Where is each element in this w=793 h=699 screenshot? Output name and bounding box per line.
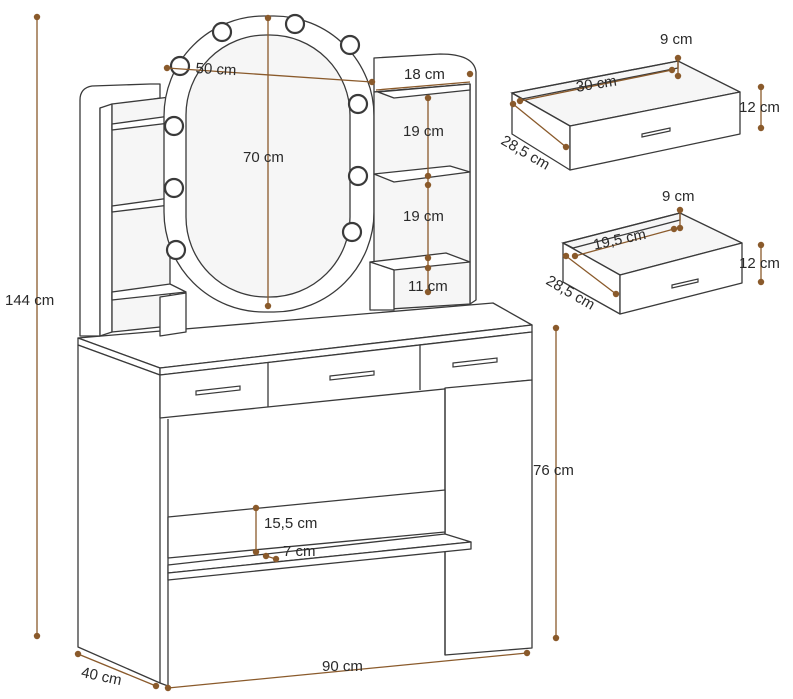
right-shelf-2 [373,165,471,183]
label-footrest-height: 15,5 cm [264,515,318,532]
bulb-9 [341,221,363,243]
small-drawer-handle [671,278,699,289]
label-shelf-gap-1: 19 cm [403,123,444,140]
small-drawer-front [619,242,743,315]
desk-right-panel [444,379,533,656]
bulb-5 [347,93,369,115]
right-base-block [369,261,395,311]
bulb-10 [165,239,187,261]
left-shelf-3 [111,283,187,301]
label-shelf-width: 18 cm [404,66,445,83]
bulb-2 [284,13,306,35]
label-footrest-depth: 7 cm [283,543,316,560]
label-small-drawer-inner-height: 9 cm [662,188,695,205]
drawer-handle-right [452,357,498,368]
bulb-7 [347,165,369,187]
bulb-4 [169,55,191,77]
dimension-lines [33,13,765,692]
label-small-drawer-height: 12 cm [739,255,780,272]
label-big-drawer-height: 12 cm [739,99,780,116]
drawer-handle-left [195,385,241,396]
footrest-front [167,541,472,581]
left-base-block [159,292,187,337]
bulb-3 [339,34,361,56]
desk-left-panel [77,344,161,684]
right-shelf-1 [377,83,471,99]
drawer-handle-middle [329,370,375,381]
bulb-1 [211,21,233,43]
bulb-6 [163,115,185,137]
label-shelf-gap-2: 19 cm [403,208,444,225]
label-shelf-gap-3: 11 cm [408,278,448,295]
footrest-back [167,489,446,559]
bulb-8 [163,177,185,199]
label-big-drawer-inner-height: 9 cm [660,31,693,48]
label-table-height: 76 cm [533,462,574,479]
label-table-width: 90 cm [322,658,363,675]
label-mirror-height: 70 cm [243,149,284,166]
label-total-height: 144 cm [5,292,55,309]
hutch-left-tower-side [99,103,113,337]
label-mirror-width: 50 cm [195,60,237,80]
big-drawer-handle [641,127,671,138]
